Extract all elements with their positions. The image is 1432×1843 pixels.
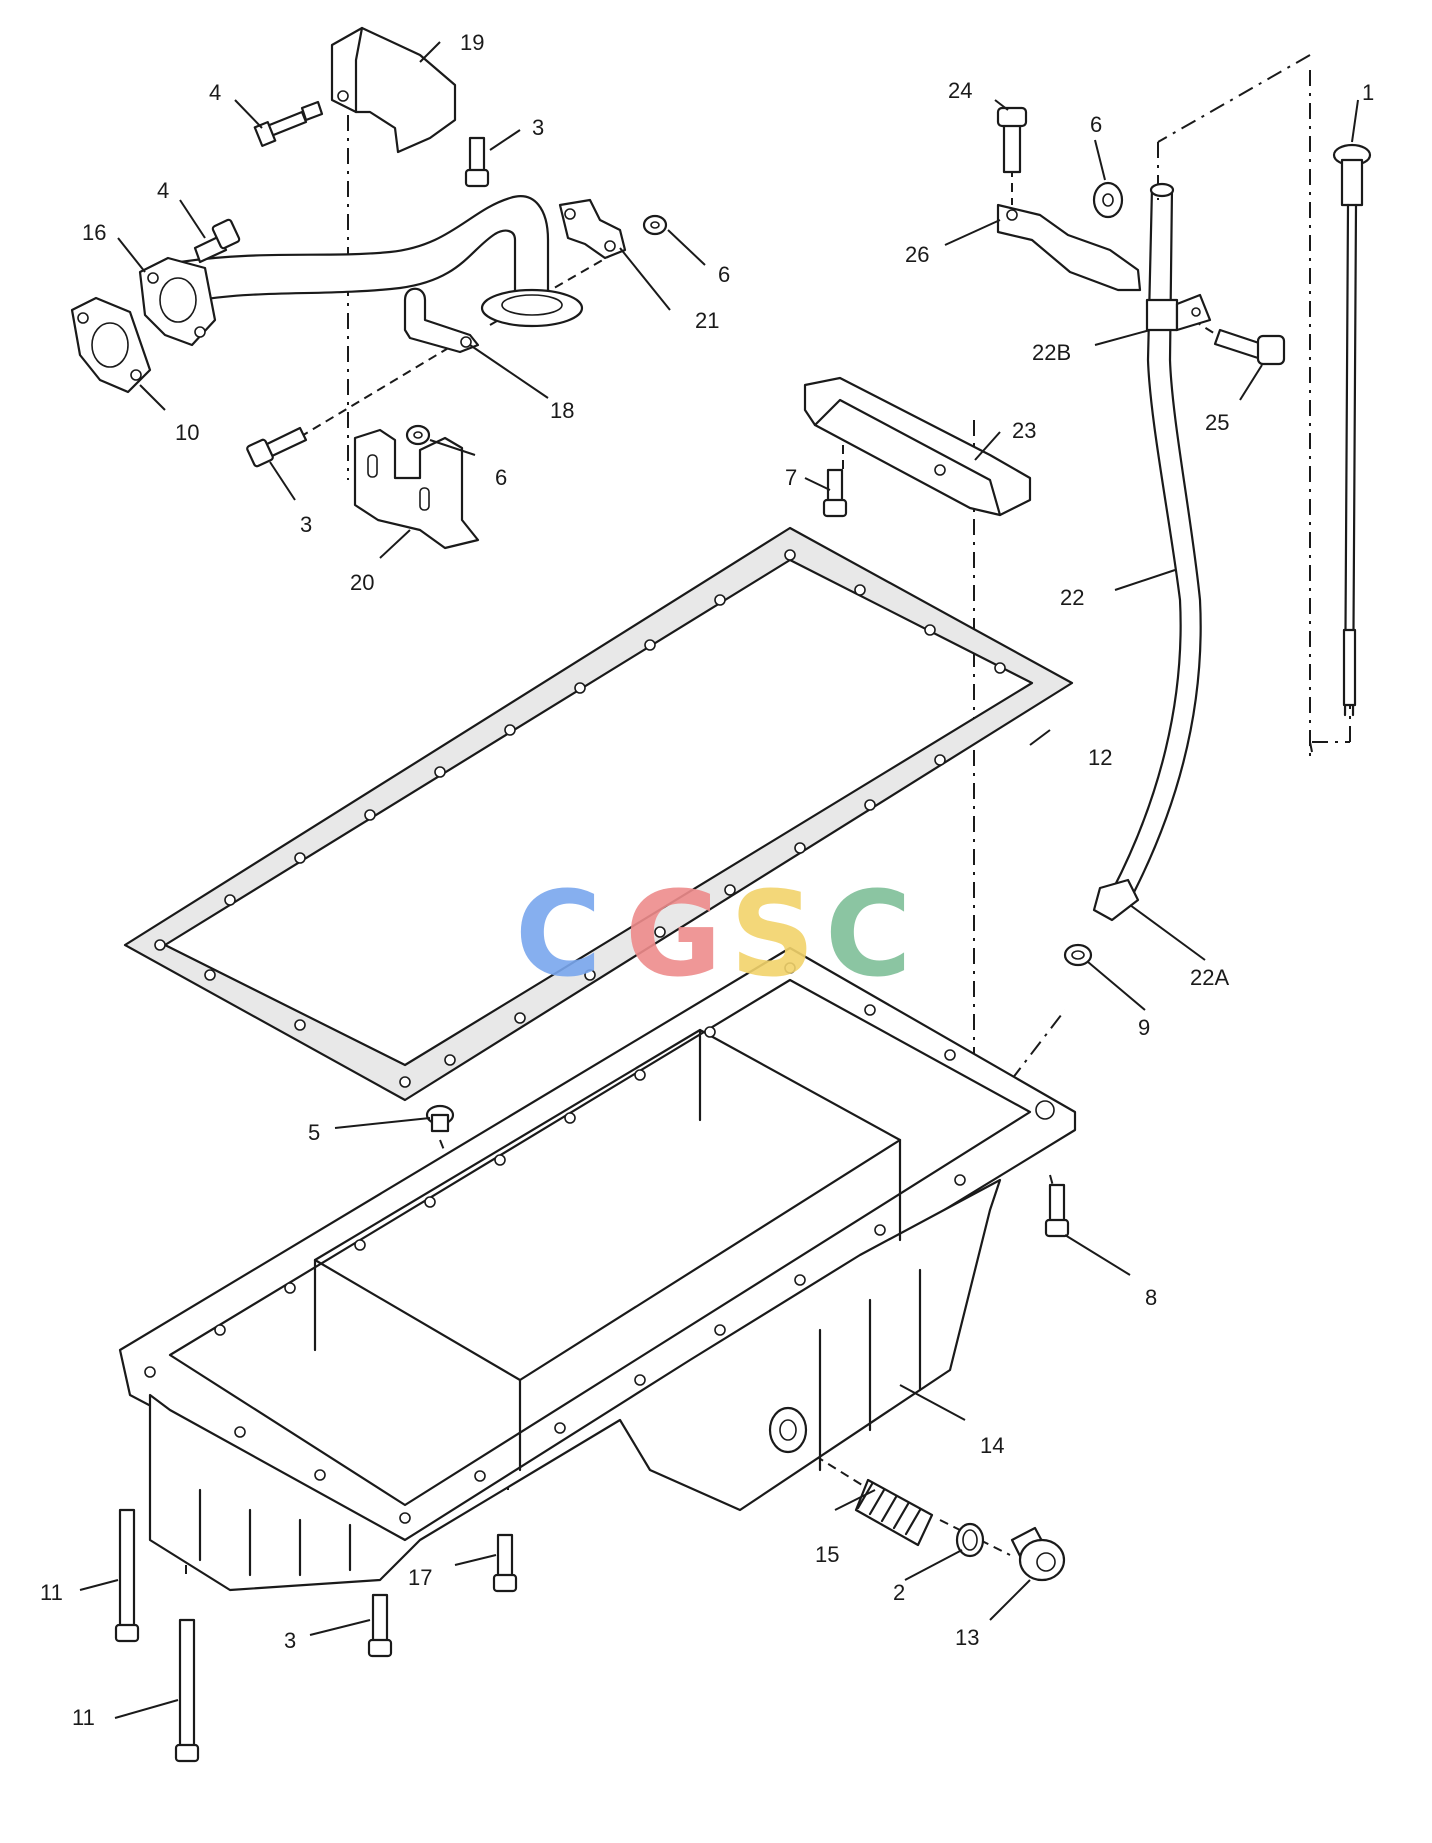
- callout-2: 2: [893, 1580, 905, 1605]
- callout-10: 10: [175, 420, 199, 445]
- bolt-24: [996, 106, 1028, 174]
- seal-9: [1063, 943, 1093, 967]
- callout-6: 6: [1090, 112, 1102, 137]
- callout-3: 3: [532, 115, 544, 140]
- callout-11: 11: [72, 1705, 95, 1730]
- bolt-11-bottom: [174, 1618, 200, 1763]
- callout-15: 15: [815, 1542, 839, 1567]
- nut-6-b: [405, 424, 431, 446]
- watermark-letter: S: [730, 865, 815, 1003]
- callout-22b: 22B: [1032, 340, 1071, 365]
- callout-1: 1: [1362, 80, 1374, 105]
- callout-3: 3: [300, 512, 312, 537]
- callout-19: 19: [460, 30, 484, 55]
- watermark-letter: C: [515, 865, 602, 1003]
- callout-13: 13: [955, 1625, 979, 1650]
- clamp-18: [403, 287, 480, 354]
- nut-6-a: [642, 214, 668, 236]
- callout-26: 26: [905, 242, 929, 267]
- callout-4: 4: [209, 80, 221, 105]
- callout-11: 11: [40, 1580, 63, 1605]
- callout-6: 6: [718, 262, 730, 287]
- bolt-4-upper: [253, 100, 324, 147]
- gasket-10: [70, 296, 152, 394]
- watermark-logo: C G S C: [515, 865, 912, 1003]
- callout-6: 6: [495, 465, 507, 490]
- gasket-12: [123, 526, 1074, 1102]
- suction-tube-16: [138, 195, 584, 347]
- dipstick-1: [1332, 143, 1372, 717]
- bolt-8: [1044, 1183, 1070, 1238]
- watermark-letter: C: [825, 865, 912, 1003]
- bolt-25: [1213, 328, 1286, 366]
- clamp-21: [558, 198, 627, 260]
- bolt-11-left: [114, 1508, 140, 1643]
- callout-17: 17: [408, 1565, 432, 1590]
- callout-3: 3: [284, 1628, 296, 1653]
- bolt-3-mid: [246, 426, 308, 468]
- bolt-3-top: [464, 136, 490, 188]
- leader-lines: [79, 41, 1359, 1719]
- bracket-26: [996, 203, 1142, 292]
- bolt-7: [822, 468, 848, 518]
- bolt-4-lower: [193, 218, 241, 264]
- o-ring-2: [955, 1522, 985, 1558]
- callout-18: 18: [550, 398, 574, 423]
- plug-5: [425, 1104, 455, 1133]
- watermark-letter: G: [625, 865, 722, 1003]
- callout-labels: 1 2 3 3 3 4 4 5 6 6 6 7 8 9 10 11 11 12 …: [40, 30, 1374, 1730]
- callout-16: 16: [82, 220, 106, 245]
- dipstick-tube-22: [1092, 182, 1212, 922]
- nut-6-c: [1092, 181, 1124, 219]
- bolt-17: [492, 1533, 518, 1593]
- callout-23: 23: [1012, 418, 1036, 443]
- callout-8: 8: [1145, 1285, 1157, 1310]
- callout-22a: 22A: [1190, 965, 1229, 990]
- callout-9: 9: [1138, 1015, 1150, 1040]
- callout-24: 24: [948, 78, 972, 103]
- callout-20: 20: [350, 570, 374, 595]
- drain-plug-13: [1010, 1526, 1066, 1582]
- callout-7: 7: [785, 465, 797, 490]
- support-23: [803, 376, 1032, 517]
- callout-12: 12: [1088, 745, 1112, 770]
- callout-5: 5: [308, 1120, 320, 1145]
- callout-22: 22: [1060, 585, 1084, 610]
- oil-pan-14: [118, 946, 1077, 1592]
- bolt-3-bottom: [367, 1593, 393, 1658]
- callout-14: 14: [980, 1433, 1004, 1458]
- callout-21: 21: [695, 308, 719, 333]
- spring-15: [854, 1478, 934, 1547]
- callout-4: 4: [157, 178, 169, 203]
- callout-25: 25: [1205, 410, 1229, 435]
- bracket-20: [353, 428, 480, 550]
